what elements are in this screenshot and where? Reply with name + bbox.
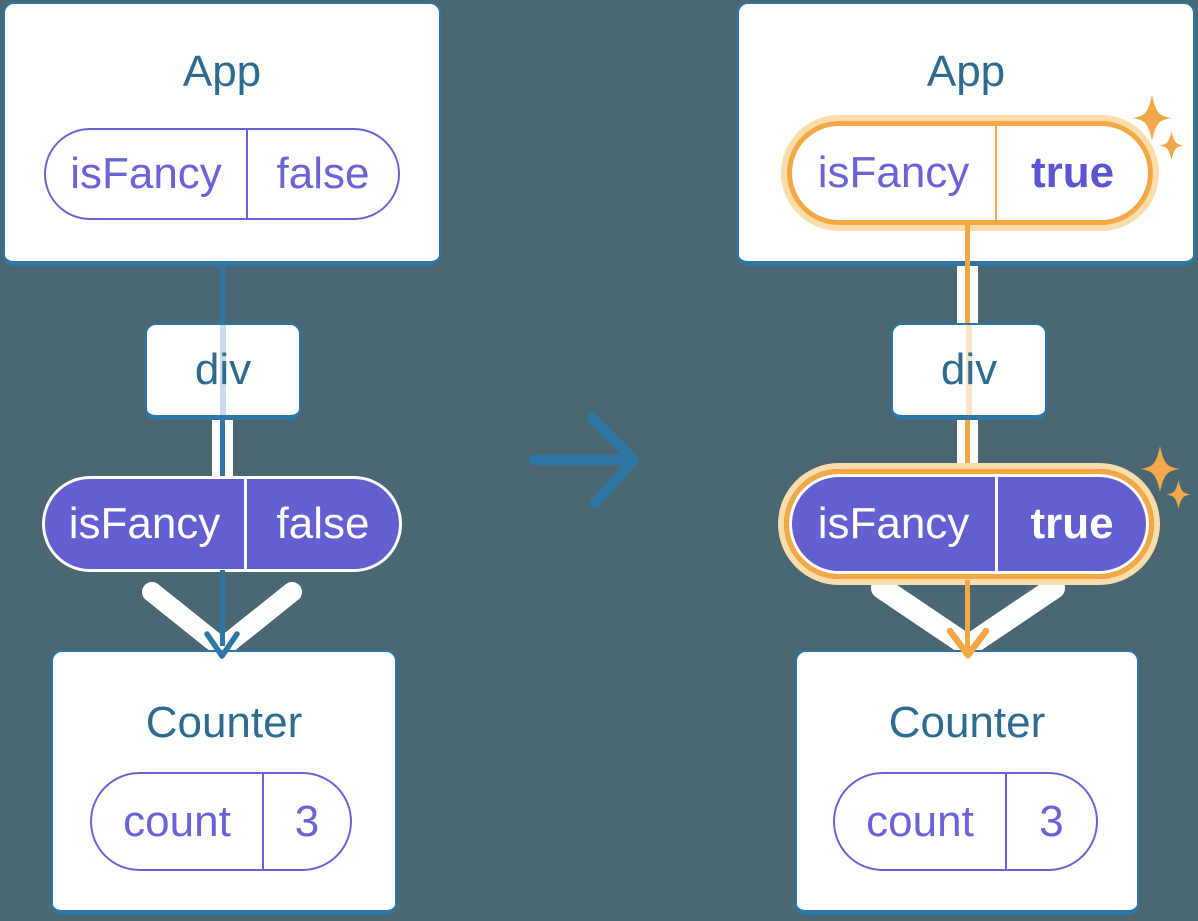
state-pill-key: isFancy [792, 126, 997, 220]
counter-card-title: Counter [888, 698, 1046, 747]
edge-through-div [966, 325, 972, 415]
sparkle-icon [1140, 446, 1180, 492]
sparkle-icon [1159, 131, 1184, 160]
props-pill-value: true [1030, 499, 1114, 548]
props-flow-line [212, 418, 220, 480]
render-edge-line-highlight [965, 418, 970, 480]
state-pill-isfancy: isFancy false [44, 128, 400, 220]
props-flow-app-to-div [957, 264, 978, 325]
state-pill-value: false [276, 149, 370, 198]
props-flow-div-to-pill [957, 418, 978, 480]
state-pill-key: isFancy [46, 130, 248, 218]
props-flow-line [957, 264, 965, 325]
div-node: div [891, 323, 1047, 420]
div-node-label: div [940, 345, 998, 394]
render-arrow-shaft [220, 570, 225, 646]
sparkle-icon [1166, 480, 1191, 509]
state-pill-value: true [1030, 148, 1115, 197]
state-pill-count: count 3 [833, 772, 1098, 871]
state-pill-count: count 3 [90, 772, 352, 871]
props-pill-isfancy: isFancy true [789, 474, 1149, 574]
props-flow-line [225, 418, 233, 480]
state-pill-key: count [835, 774, 1007, 869]
props-pill-value: false [276, 499, 370, 548]
state-pill-value: 3 [294, 796, 320, 846]
props-flow-line [970, 264, 978, 325]
props-pill-key: isFancy [792, 477, 998, 571]
state-pill-isfancy-highlighted: isFancy true [787, 121, 1153, 225]
edge-through-div [220, 325, 226, 415]
props-flow-line [970, 418, 978, 480]
props-flow-chevron-icon [142, 582, 302, 658]
down-arrowhead-icon [946, 627, 990, 659]
app-card-title: App [926, 47, 1006, 96]
state-pill-value: 3 [1039, 796, 1064, 846]
edge-app-to-div [220, 264, 225, 325]
render-edge-line [220, 418, 225, 480]
props-pill-isfancy-highlighted: isFancy true [784, 469, 1154, 579]
props-flow-div-to-pill [212, 418, 233, 480]
down-arrowhead-icon [204, 631, 240, 659]
sparkle-icon [1132, 95, 1172, 141]
div-node-label: div [194, 345, 252, 394]
counter-card-title: Counter [145, 698, 303, 747]
render-arrow-shaft-highlight [965, 580, 970, 650]
props-flow-line [957, 418, 965, 480]
render-edge-line-highlight [965, 264, 970, 325]
edge-app-to-div-highlight [965, 224, 970, 266]
div-node: div [145, 323, 301, 420]
props-pill-key: isFancy [45, 479, 247, 569]
transition-arrow-right-icon [529, 413, 639, 508]
app-card-title: App [182, 47, 262, 96]
props-pill-isfancy: isFancy false [42, 476, 402, 572]
state-pill-key: count [92, 774, 264, 869]
